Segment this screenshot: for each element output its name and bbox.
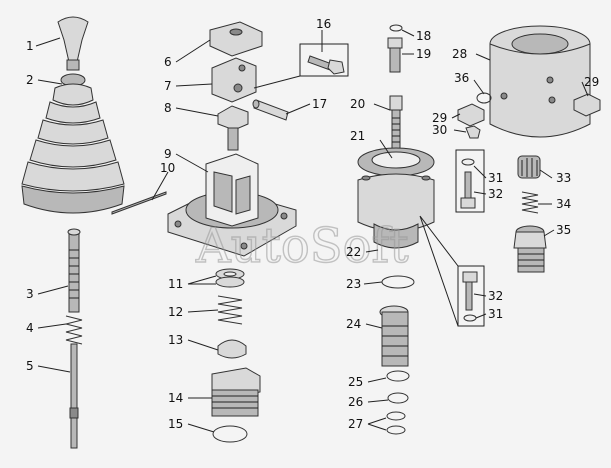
part-ring-18	[389, 24, 403, 32]
callout-28: 28	[452, 47, 467, 61]
callout-5: 5	[26, 359, 34, 373]
callout-7: 7	[164, 79, 172, 93]
part-pin-19	[387, 37, 403, 73]
callout-24: 24	[346, 317, 361, 331]
part-dowel-10	[111, 191, 167, 215]
part-swivel-block	[211, 57, 257, 103]
part-rubber-boot	[21, 73, 125, 214]
part-cylinder-block	[489, 25, 591, 138]
part-hex-nut	[209, 21, 263, 57]
callout-30: 30	[432, 123, 447, 137]
callout-33: 33	[556, 171, 571, 185]
part-lever-shaft	[67, 228, 81, 313]
callout-4: 4	[26, 321, 34, 335]
callout-3: 3	[26, 287, 34, 301]
watermark-text: AutoSoft	[195, 218, 409, 274]
part-screw-30	[465, 125, 481, 139]
part-bolt-20	[389, 95, 403, 151]
part-rings-25-27	[386, 370, 410, 435]
callout-31-upper: 31	[488, 171, 503, 185]
part-threaded-fitting	[211, 367, 261, 417]
part-push-rod	[69, 343, 79, 449]
part-bolt-32-lower	[457, 265, 485, 327]
callout-17: 17	[312, 97, 327, 111]
callout-6: 6	[164, 55, 172, 69]
callout-34: 34	[556, 197, 571, 211]
part-bolt-32-upper	[455, 149, 485, 213]
part-cap-33	[517, 155, 541, 179]
part-o-ring-23	[381, 275, 415, 289]
part-plug-29-right	[573, 93, 601, 117]
callout-25: 25	[348, 375, 363, 389]
callout-22: 22	[346, 245, 361, 259]
part-pivot-pin	[252, 99, 289, 121]
part-lever-spring	[65, 315, 83, 345]
callout-32-upper: 32	[488, 187, 503, 201]
part-valve-spool	[379, 305, 409, 367]
callout-26: 26	[348, 395, 363, 409]
part-main-housing	[167, 153, 297, 257]
callout-36: 36	[454, 71, 469, 85]
part-knob	[57, 16, 89, 71]
part-plunger-13	[217, 339, 247, 359]
callout-29-left: 29	[432, 111, 447, 125]
callout-31-lower: 31	[488, 307, 503, 321]
callout-9: 9	[164, 147, 172, 161]
callout-16: 16	[316, 17, 331, 31]
callout-10: 10	[160, 161, 175, 175]
callout-14: 14	[168, 391, 183, 405]
part-pivot-bracket	[217, 105, 249, 151]
callout-15: 15	[168, 417, 183, 431]
leader-box-lower	[419, 215, 459, 327]
part-bolt-16	[253, 43, 349, 89]
part-valve-insert-35	[513, 225, 547, 273]
part-plug-29-left	[457, 103, 485, 127]
part-spring-34	[521, 191, 539, 214]
part-spring-12	[217, 295, 243, 325]
callout-13: 13	[168, 333, 183, 347]
callout-19: 19	[416, 47, 431, 61]
callout-1: 1	[26, 39, 34, 53]
callout-12: 12	[168, 305, 183, 319]
part-valve-body	[357, 147, 435, 249]
callout-32-lower: 32	[488, 289, 503, 303]
callout-18: 18	[416, 29, 431, 43]
callout-11: 11	[168, 277, 183, 291]
callout-8: 8	[164, 101, 172, 115]
part-washers-11	[215, 268, 245, 288]
part-o-ring-15	[212, 425, 248, 443]
callout-35: 35	[556, 223, 571, 237]
callout-21: 21	[350, 129, 365, 143]
callout-20: 20	[350, 97, 365, 111]
callout-27: 27	[348, 417, 363, 431]
callout-29-right: 29	[584, 75, 599, 89]
part-ring-36	[476, 92, 492, 104]
callout-23: 23	[346, 277, 361, 291]
callout-2: 2	[26, 73, 34, 87]
leader-lines	[35, 29, 589, 433]
